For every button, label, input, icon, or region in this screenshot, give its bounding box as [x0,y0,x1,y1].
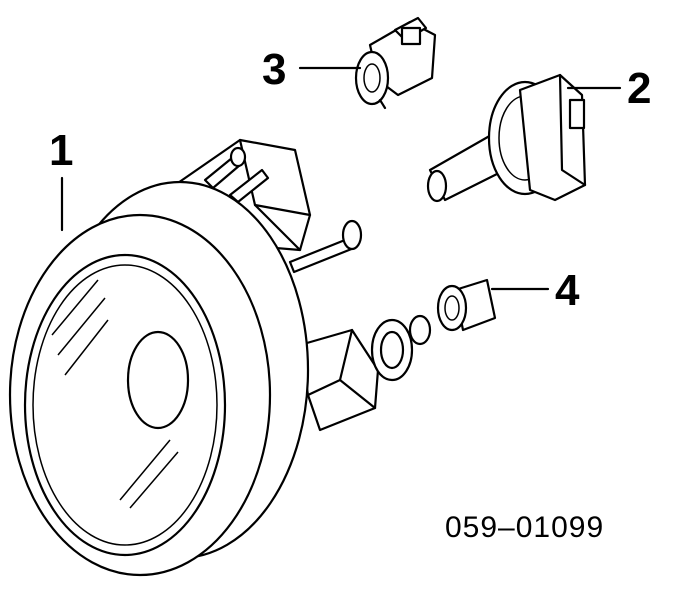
socket-connector [354,16,437,110]
wedge-bulb [436,278,497,332]
callout-1: 1 [49,126,73,175]
part-code: 059–01099 [445,511,604,544]
callout-3: 3 [262,45,286,94]
callout-4: 4 [555,266,580,315]
lamp-housing [8,138,432,577]
callout-2: 2 [627,64,651,113]
halogen-bulb [426,73,587,203]
